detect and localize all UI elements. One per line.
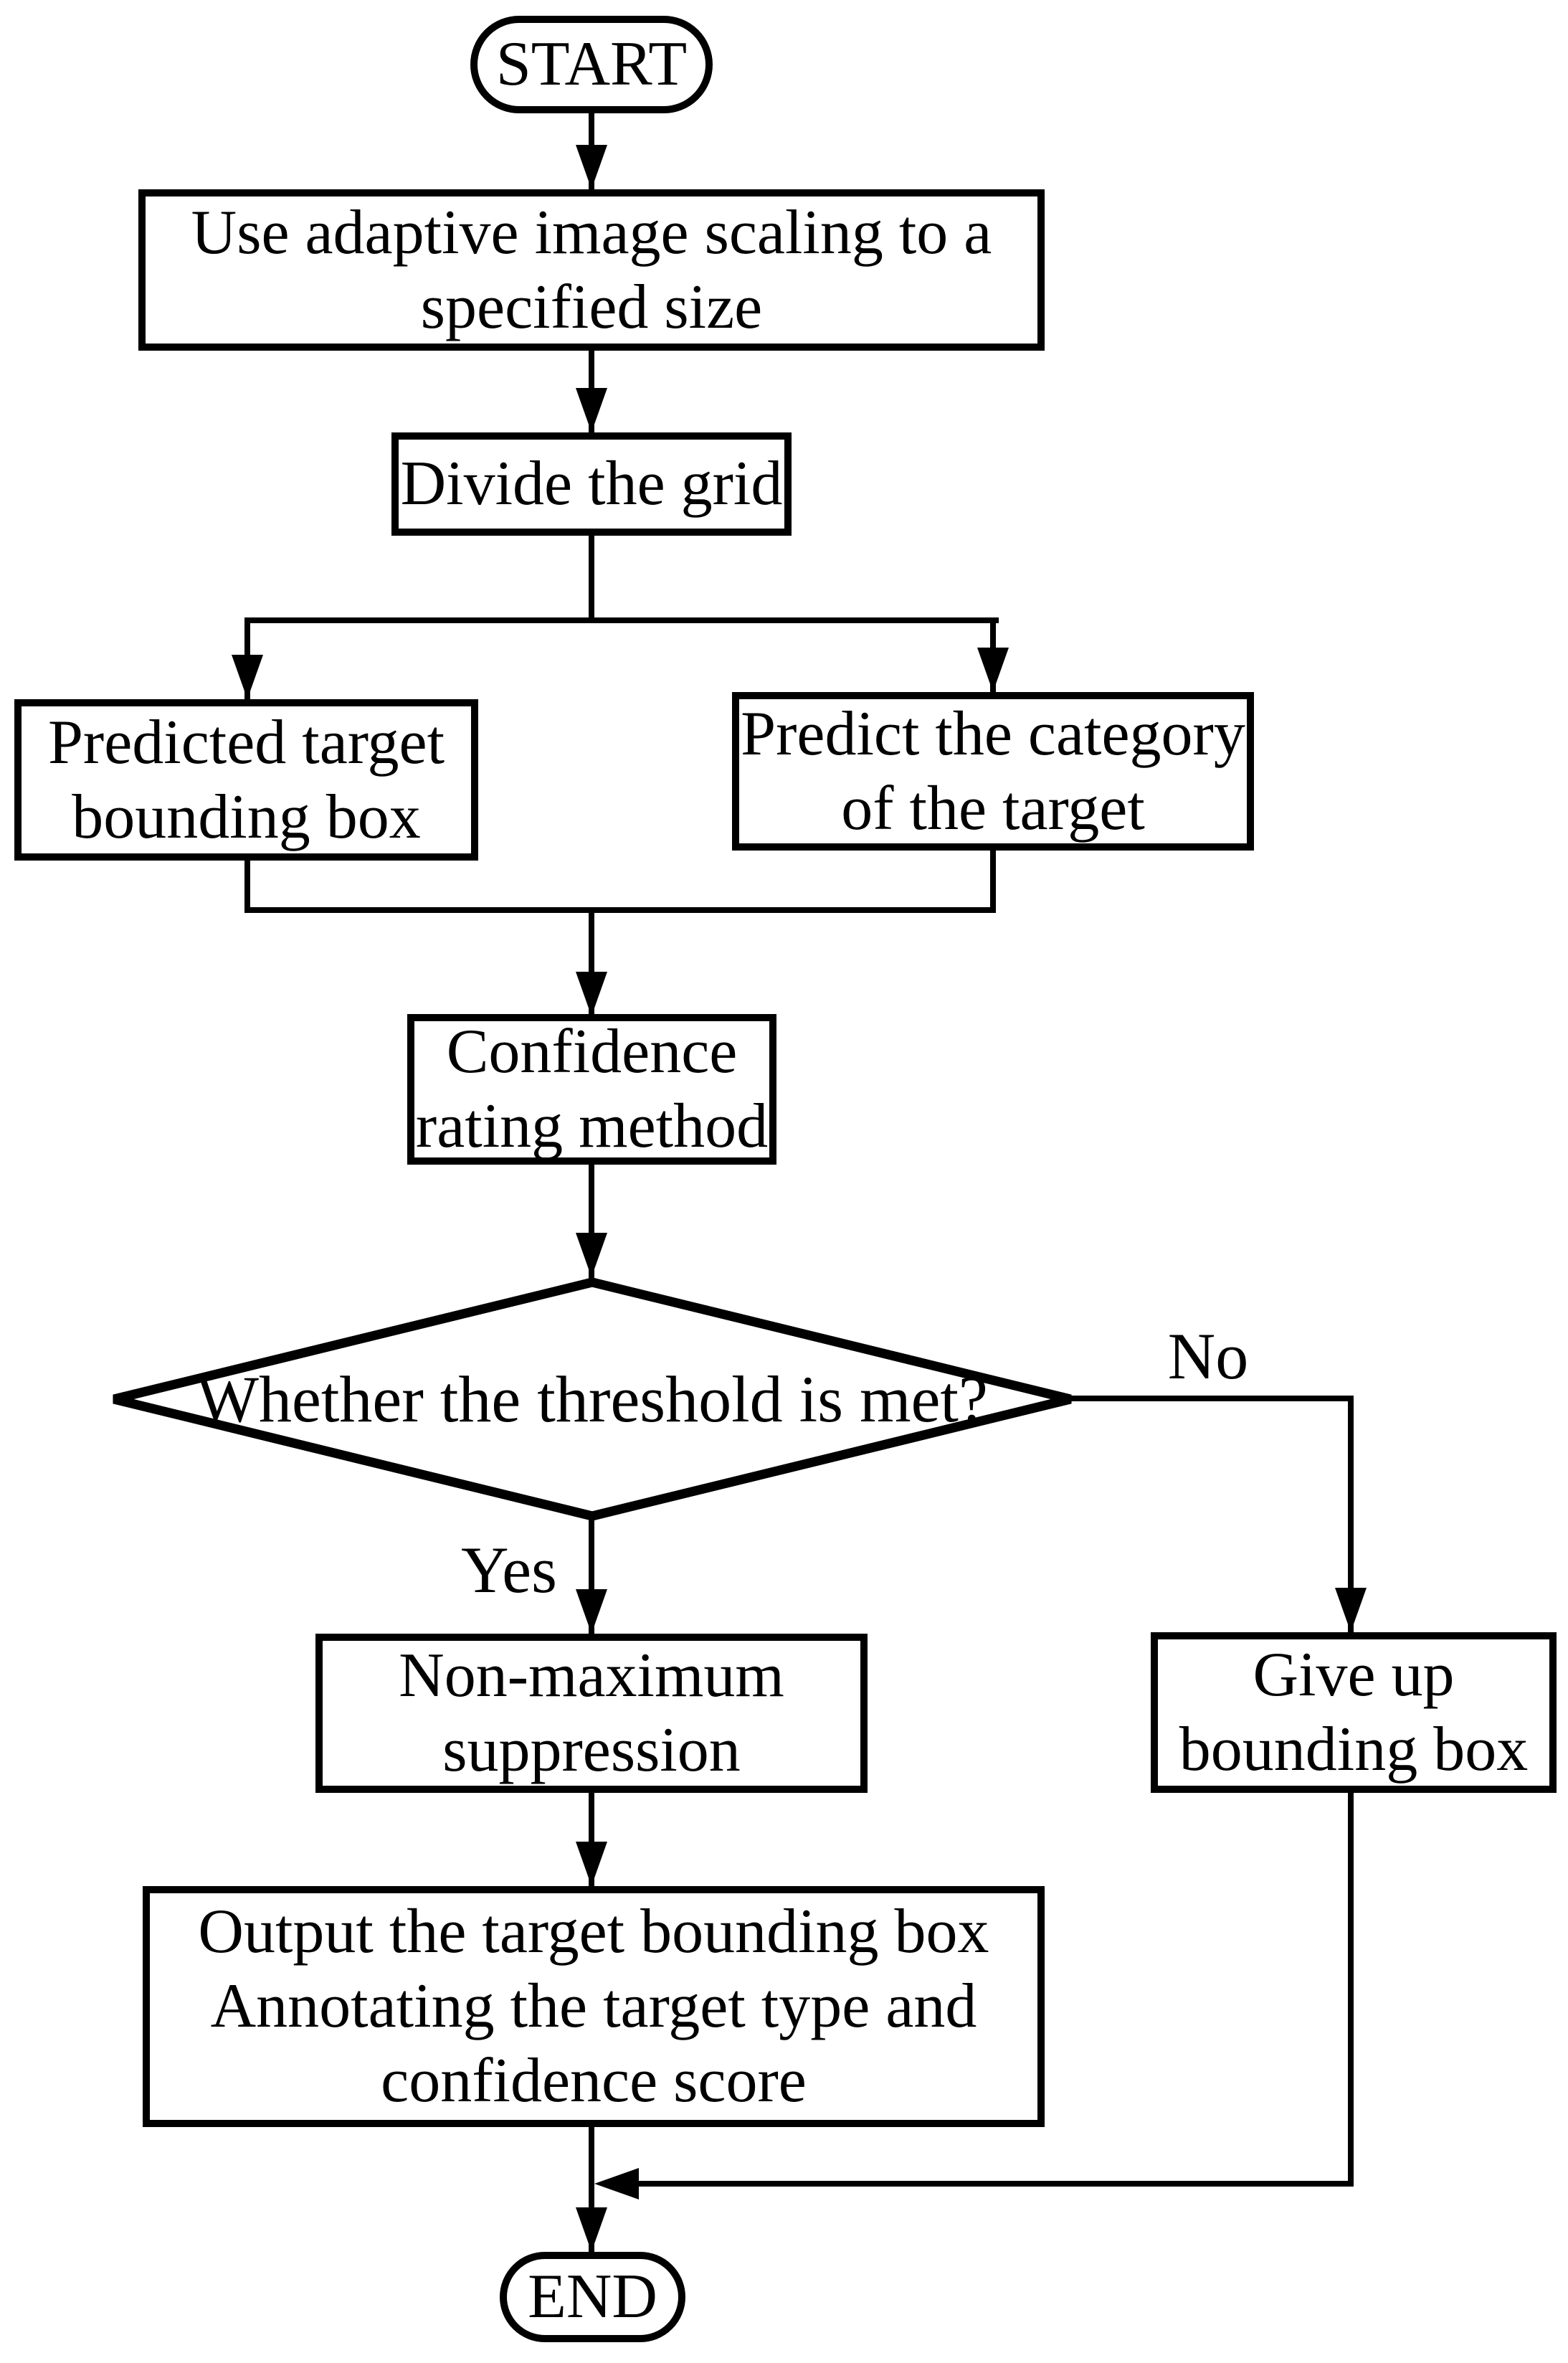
- node-end: END: [500, 2252, 685, 2342]
- arrowhead-into-nms-icon: [576, 1589, 607, 1634]
- node-output-result-line1: Output the target bounding box: [198, 1897, 989, 1967]
- node-predict-category: Predict the category of the target: [732, 692, 1254, 851]
- node-end-label: END: [528, 2262, 657, 2332]
- node-nms-line1: Non-maximum: [399, 1641, 784, 1711]
- node-predict-category-line2: of the target: [841, 773, 1145, 843]
- node-adaptive-scaling-line1: Use adaptive image scaling to a: [191, 197, 992, 267]
- node-divide-grid: Divide the grid: [391, 432, 792, 536]
- edge-output-to-end: [589, 2126, 594, 2253]
- edge-divide-to-split: [589, 534, 594, 623]
- edge-confidence-to-decision: [589, 1163, 594, 1279]
- arrowhead-into-category-icon: [977, 648, 1009, 692]
- arrowhead-into-end-icon: [576, 2207, 607, 2252]
- node-predict-category-line1: Predict the category: [741, 699, 1245, 769]
- node-adaptive-scaling-line2: specified size: [420, 272, 763, 342]
- arrowhead-into-bbox-icon: [232, 655, 263, 699]
- edge-label-no: No: [1167, 1320, 1249, 1393]
- node-giveup-bbox-line1: Give up: [1253, 1640, 1455, 1710]
- node-threshold-decision: Whether the threshold is met?: [109, 1277, 1075, 1521]
- node-predicted-bbox-line2: bounding box: [72, 782, 421, 852]
- arrowhead-rejoin-left-icon: [594, 2168, 639, 2199]
- node-confidence-rating-line2: rating method: [415, 1091, 769, 1161]
- edge-decision-yes-to-nms: [589, 1520, 594, 1635]
- edge-category-to-merge: [990, 849, 996, 913]
- edge-decision-no-horizontal: [1068, 1396, 1354, 1401]
- decision-diamond-shape: [113, 1277, 1072, 1521]
- arrowhead-into-divide-icon: [576, 388, 607, 432]
- arrowhead-into-giveup-icon: [1335, 1588, 1367, 1632]
- edge-giveup-rejoin-horizontal: [633, 2181, 1354, 2187]
- node-nms-line2: suppression: [442, 1715, 741, 1785]
- node-divide-grid-label: Divide the grid: [400, 449, 783, 519]
- node-threshold-decision-label: Whether the threshold is met?: [196, 1363, 988, 1436]
- arrowhead-into-output-icon: [576, 1842, 607, 1886]
- edge-nms-to-output: [589, 1791, 594, 1888]
- arrowhead-into-confidence-icon: [576, 972, 607, 1016]
- node-predicted-bbox: Predicted target bounding box: [14, 699, 478, 861]
- node-confidence-rating-line1: Confidence: [446, 1017, 738, 1087]
- split-horizontal-line: [244, 617, 999, 623]
- node-giveup-bbox: Give up bounding box: [1151, 1632, 1557, 1793]
- node-output-result-line3: confidence score: [381, 2045, 807, 2116]
- node-output-result: Output the target bounding box Annotatin…: [143, 1886, 1045, 2127]
- edge-label-yes: Yes: [461, 1533, 557, 1606]
- decision-diamond-polygon: [113, 1277, 1072, 1521]
- node-predicted-bbox-line1: Predicted target: [47, 707, 445, 777]
- arrowhead-into-scale-icon: [576, 145, 607, 189]
- edge-giveup-down: [1348, 1791, 1354, 2187]
- node-giveup-bbox-line2: bounding box: [1179, 1715, 1529, 1784]
- edge-no-to-giveup: [1348, 1396, 1354, 1634]
- node-start-label: START: [495, 29, 688, 100]
- node-confidence-rating: Confidence rating method: [407, 1014, 776, 1165]
- node-nms: Non-maximum suppression: [315, 1634, 868, 1793]
- edge-merge-to-confidence: [589, 907, 594, 1018]
- arrowhead-into-decision-icon: [576, 1233, 607, 1277]
- merge-horizontal-line: [244, 907, 996, 913]
- node-start: START: [470, 16, 713, 113]
- edge-bbox-to-merge: [244, 859, 250, 913]
- node-output-result-line2: Annotating the target type and: [210, 1971, 977, 2042]
- node-adaptive-scaling: Use adaptive image scaling to a specifie…: [138, 189, 1045, 351]
